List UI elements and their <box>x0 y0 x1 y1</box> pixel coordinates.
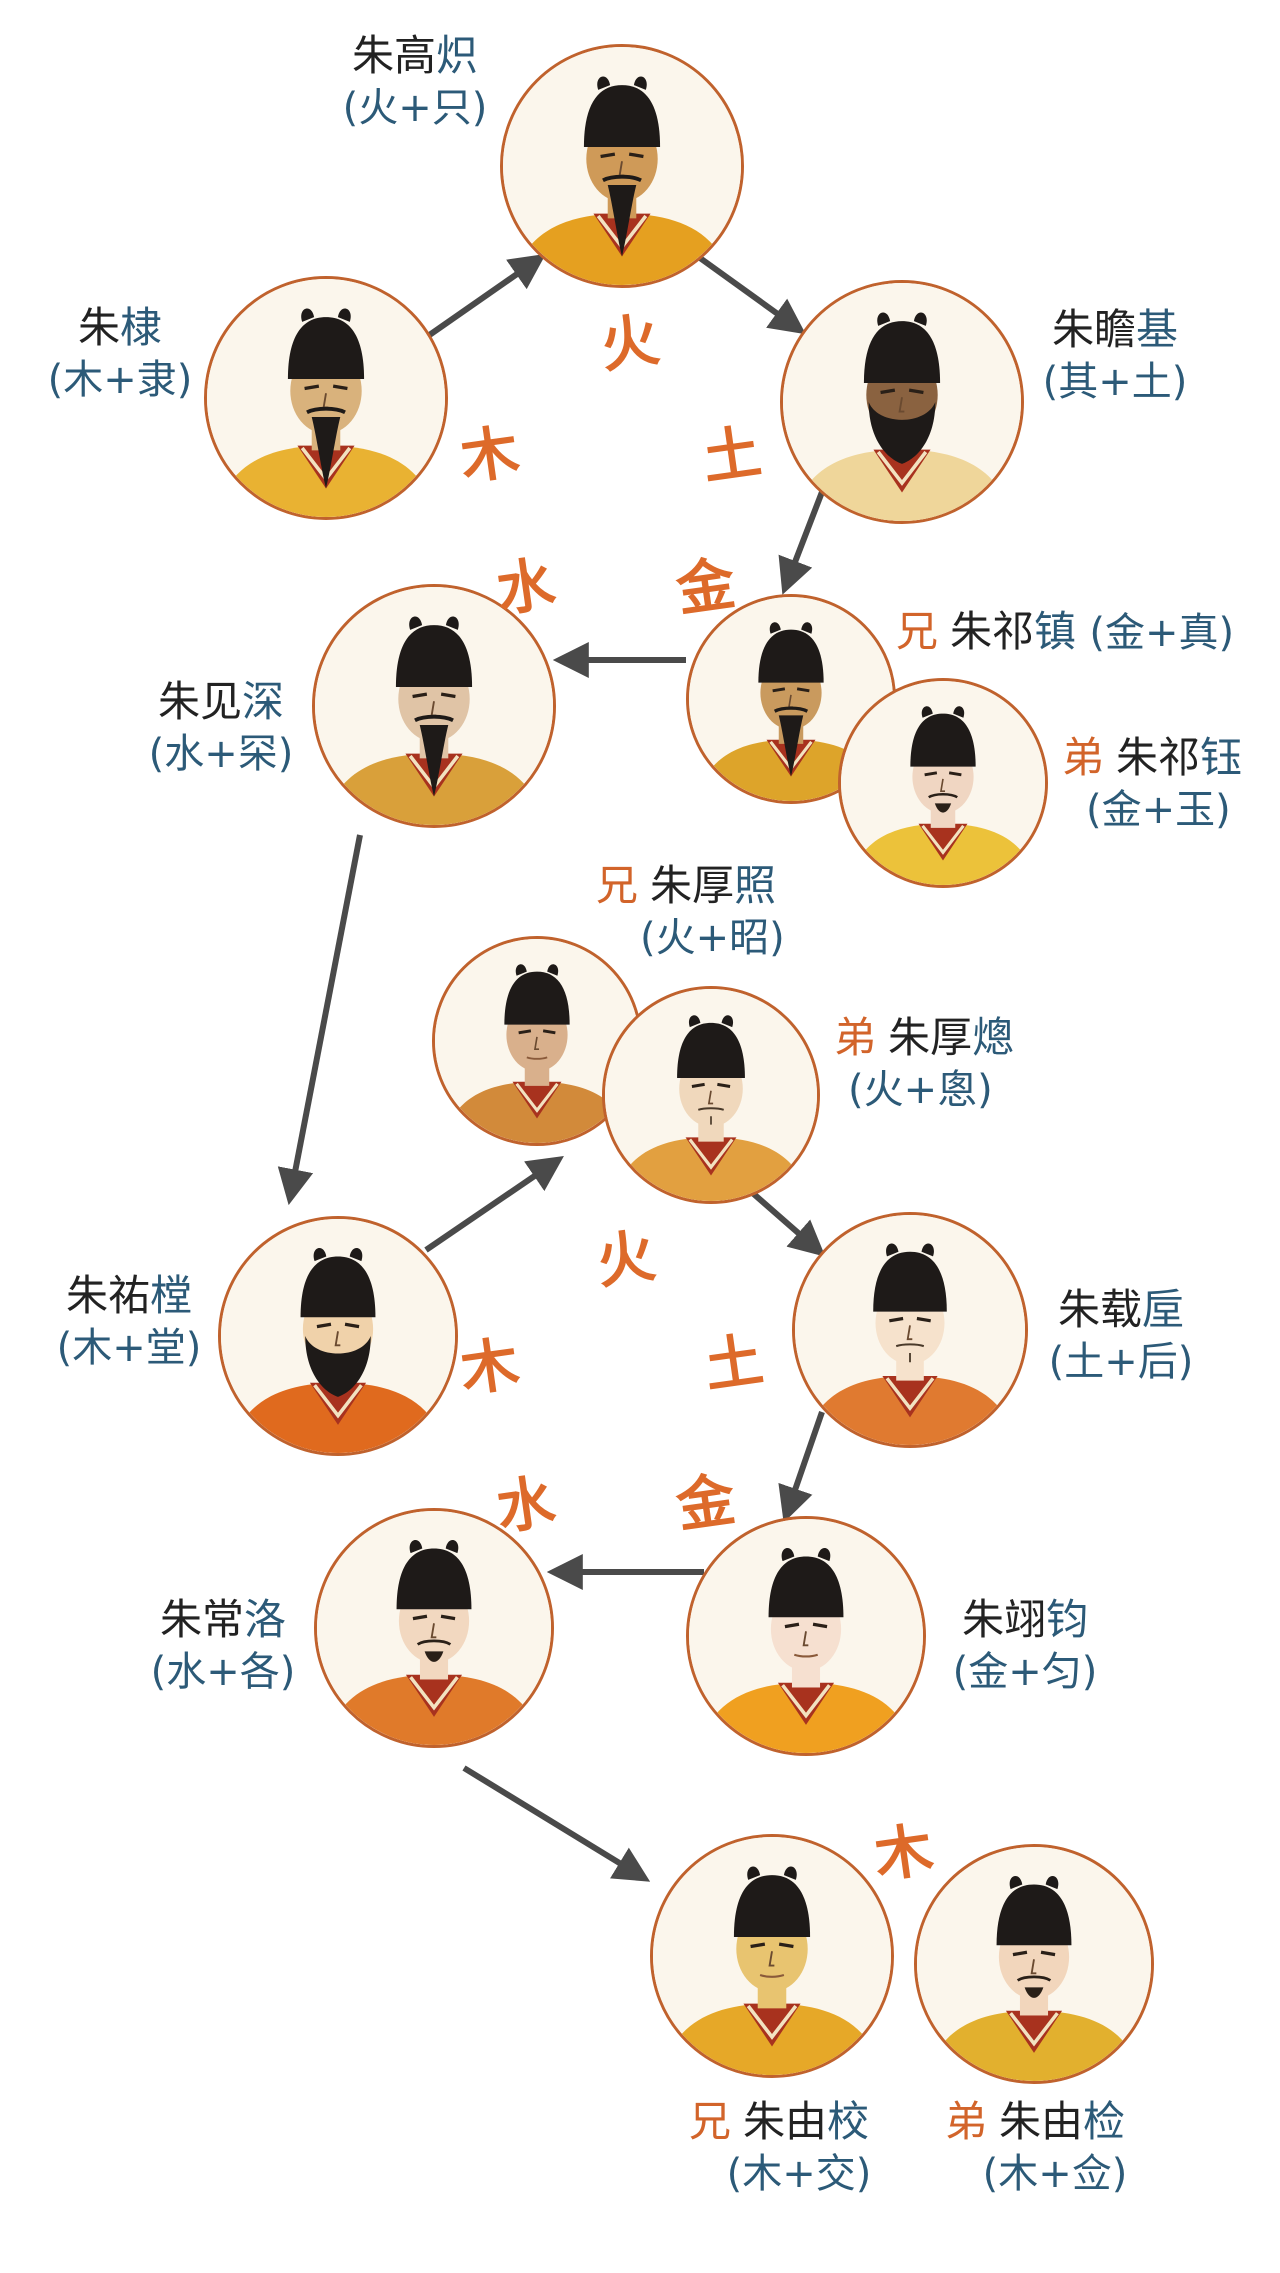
label-zhu-gaochi: 朱高炽 (火+只) <box>342 31 488 131</box>
emperor-figure <box>841 681 1045 885</box>
portrait-zhu-zaihou <box>792 1212 1028 1448</box>
label-zhu-youcheng: 朱祐樘 (木+堂) <box>56 1271 202 1371</box>
emperor-figure <box>653 1837 891 2075</box>
arrow-youcheng-to-houzhao <box>424 1155 564 1253</box>
label-zhu-changluo: 朱常洛 (水+各) <box>150 1595 296 1695</box>
label-zhu-youjian: 弟朱由检 (木+佥) <box>944 2097 1128 2197</box>
label-zhu-youxiao: 兄朱由校 (木+交) <box>688 2097 872 2197</box>
emperor-figure <box>917 1847 1151 2081</box>
label-zhu-di: 朱棣 (木+隶) <box>47 303 193 403</box>
element-mu-2: 木 <box>456 1329 524 1405</box>
label-zhu-qizhen: 兄朱祁镇 (金+真) <box>896 607 1235 656</box>
emperor-figure <box>503 47 741 285</box>
portrait-zhu-gaochi <box>500 44 744 288</box>
emperor-figure <box>317 1511 551 1745</box>
element-tu-1: 土 <box>698 417 766 493</box>
label-zhu-jianshen: 朱见深 (水+罙) <box>148 677 294 777</box>
emperor-figure <box>207 279 445 517</box>
element-jin-2: 金 <box>672 1465 740 1541</box>
emperor-figure <box>689 1519 923 1753</box>
label-zhu-zhanji: 朱瞻基 (其+土) <box>1042 305 1188 405</box>
portrait-zhu-yijun <box>686 1516 926 1756</box>
portrait-zhu-jianshen <box>312 584 556 828</box>
element-shui-1: 水 <box>492 549 560 625</box>
arrow-zhanji-to-qizhen <box>778 490 825 595</box>
arrow-di-to-gaochi <box>426 253 546 339</box>
element-huo-1: 火 <box>596 305 664 381</box>
portrait-zhu-youcheng <box>218 1216 458 1456</box>
emperor-figure <box>795 1215 1025 1445</box>
element-shui-2: 水 <box>492 1467 560 1543</box>
element-tu-2: 土 <box>700 1325 768 1401</box>
emperor-figure <box>315 587 553 825</box>
arrow-jianshen-to-youcheng <box>277 834 363 1206</box>
portrait-zhu-houcong <box>602 986 820 1204</box>
portrait-zhu-zhanji <box>780 280 1024 524</box>
arrow-zaihou-to-yijun <box>778 1411 825 1523</box>
portrait-zhu-youxiao <box>650 1834 894 2078</box>
label-zhu-houcong: 弟朱厚熜 (火+悤) <box>834 1013 1015 1113</box>
portrait-zhu-youjian <box>914 1844 1154 2084</box>
element-mu-1: 木 <box>456 417 524 493</box>
portrait-zhu-di <box>204 276 448 520</box>
arrow-changluo-to-youxiao <box>462 1765 651 1882</box>
emperor-figure <box>221 1219 455 1453</box>
label-zhu-qiyu: 弟朱祁钰 (金+玉) <box>1062 733 1243 833</box>
label-zhu-houzhao: 兄朱厚照 (火+昭) <box>596 861 785 961</box>
element-huo-2: 火 <box>592 1221 660 1297</box>
emperor-figure <box>605 989 817 1201</box>
label-zhu-zaihou: 朱载垕 (土+后) <box>1048 1285 1194 1385</box>
portrait-zhu-qiyu <box>838 678 1048 888</box>
portrait-zhu-changluo <box>314 1508 554 1748</box>
element-mu-3: 木 <box>870 1815 938 1891</box>
arrow-gaochi-to-zhanji <box>698 255 806 335</box>
label-zhu-yijun: 朱翊钧 (金+匀) <box>952 1595 1098 1695</box>
element-jin-1: 金 <box>672 549 740 625</box>
emperor-figure <box>783 283 1021 521</box>
